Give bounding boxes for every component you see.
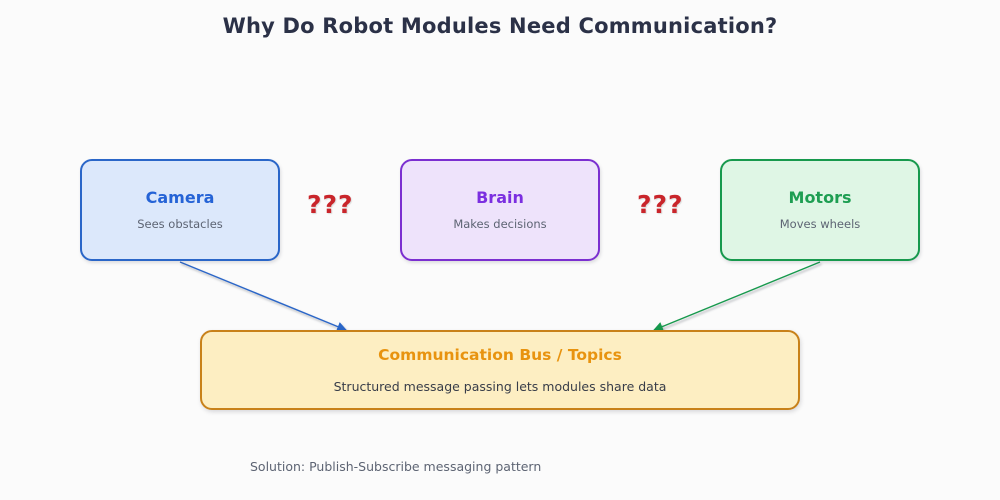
module-subtitle-brain: Makes decisions: [453, 216, 547, 231]
page-title: Why Do Robot Modules Need Communication?: [222, 14, 778, 38]
module-subtitle-camera: Sees obstacles: [137, 216, 223, 231]
connector-motors-to-bus: [653, 261, 821, 332]
footer-caption: Solution: Publish-Subscribe messaging pa…: [250, 459, 542, 474]
module-node-motors[interactable]: Motors Moves wheels: [720, 159, 920, 261]
connector-camera-to-bus: [179, 261, 347, 332]
bus-title: Communication Bus / Topics: [378, 345, 622, 364]
module-node-brain[interactable]: Brain Makes decisions: [400, 159, 600, 261]
question-marks-camera-brain: ???: [307, 190, 354, 219]
module-node-camera[interactable]: Camera Sees obstacles: [80, 159, 280, 261]
module-title-camera: Camera: [145, 188, 215, 208]
module-title-motors: Motors: [788, 188, 852, 208]
bus-subtitle: Structured message passing lets modules …: [333, 378, 667, 394]
question-marks-brain-motors: ???: [637, 190, 684, 219]
module-subtitle-motors: Moves wheels: [779, 216, 861, 231]
communication-bus-node[interactable]: Communication Bus / Topics Structured me…: [200, 330, 800, 410]
module-title-brain: Brain: [476, 188, 524, 208]
